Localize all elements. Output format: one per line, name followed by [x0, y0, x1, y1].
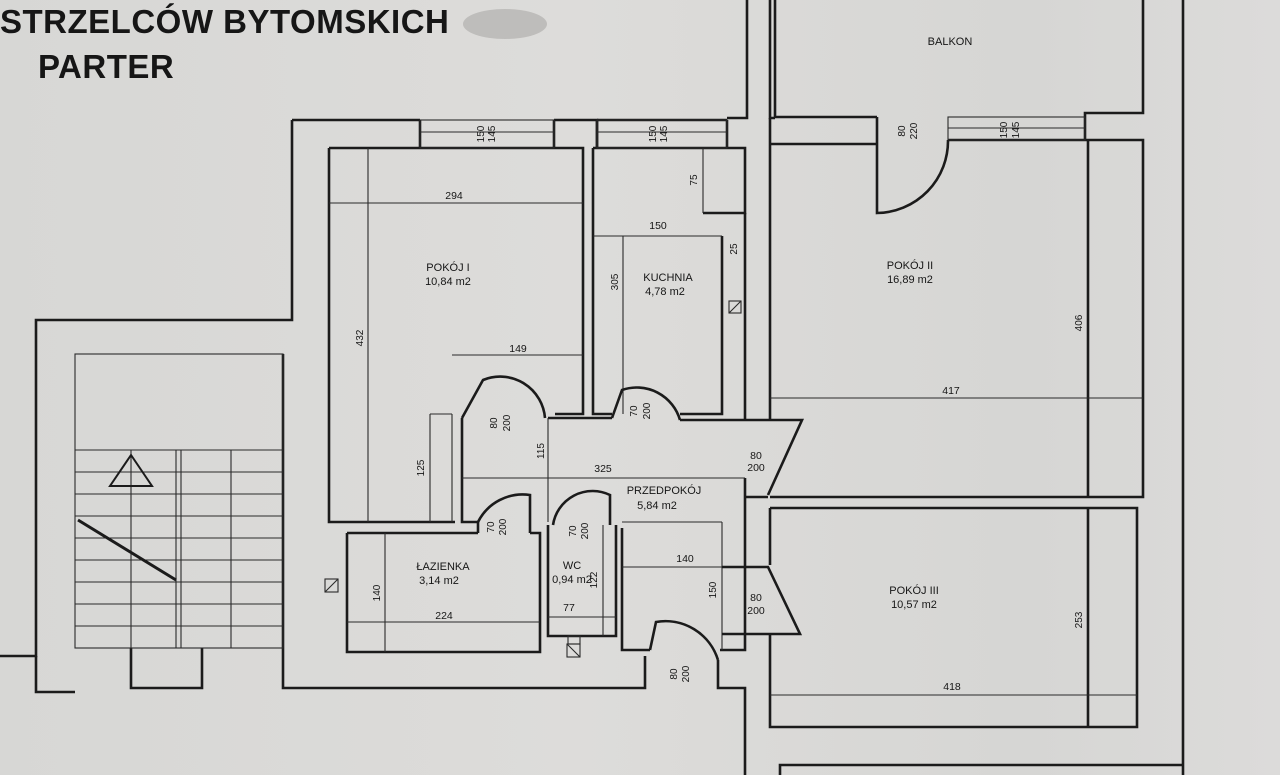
dim-k-door-a: 70: [629, 405, 640, 417]
floor-label: PARTER: [38, 48, 174, 85]
dim-k-window-a: 150: [648, 125, 659, 142]
dim-pokoj1-height: 432: [355, 329, 366, 346]
room-area-pokoj1: 10,84 m2: [425, 276, 471, 288]
dim-kuchnia-width: 150: [649, 220, 667, 232]
walls: [0, 0, 1185, 775]
dim-pokoj1-width: 294: [445, 190, 463, 202]
room-area-pokoj3: 10,57 m2: [891, 599, 937, 611]
dim-p1-door-a: 80: [489, 417, 500, 429]
dim-wc-door-a: 70: [568, 525, 579, 537]
dim-p1-window-a: 150: [476, 125, 487, 142]
dim-balkon-door-b: 220: [909, 122, 920, 139]
dim-hall-lower-height: 150: [708, 581, 719, 598]
doors: [460, 117, 950, 661]
dim-wc-width: 77: [563, 602, 575, 614]
dim-hall-a: 115: [536, 443, 547, 459]
room-area-lazienka: 3,14 m2: [419, 575, 459, 587]
room-name-pokoj3: POKÓJ III: [889, 584, 939, 597]
dim-k-door-b: 200: [642, 402, 653, 419]
room-name-kuchnia: KUCHNIA: [643, 272, 693, 284]
dim-hall-lower-width: 140: [676, 553, 694, 565]
room-name-lazienka: ŁAZIENKA: [416, 561, 470, 573]
dim-pokoj2-door-b: 200: [747, 462, 765, 474]
dim-kuchnia-height: 305: [610, 273, 621, 290]
dim-pokoj3-height: 253: [1074, 611, 1085, 628]
dim-balkon-door-a: 80: [897, 125, 908, 137]
vent-symbols: [324, 300, 742, 658]
dim-p2-window-a: 150: [999, 121, 1010, 138]
dim-wc-door-b: 200: [580, 522, 591, 539]
dim-k-window-b: 145: [659, 125, 670, 142]
dim-p2-window-b: 145: [1011, 121, 1022, 138]
dim-kuchnia-depth: 75: [689, 174, 700, 186]
room-name-wc: WC: [563, 560, 581, 572]
dim-pokoj2-width: 417: [942, 385, 960, 397]
room-area-kuchnia: 4,78 m2: [645, 286, 685, 298]
dim-pokoj3-door-b: 200: [747, 605, 765, 617]
room-name-pokoj2: POKÓJ II: [887, 259, 933, 272]
room-name-przedpokoj: PRZEDPOKÓJ: [627, 484, 702, 497]
dim-pokoj2-height: 406: [1074, 314, 1085, 331]
dim-lazienka-width: 224: [435, 610, 453, 622]
dim-pokoj3-door-a: 80: [750, 592, 762, 604]
dim-p1-door-b: 200: [502, 414, 513, 431]
dim-pokoj1-mid: 149: [509, 343, 527, 355]
dim-pokoj2-door-a: 80: [750, 450, 762, 462]
dim-hall-width: 325: [594, 463, 612, 475]
dim-kuchnia-side: 25: [729, 243, 740, 255]
dim-laz-door-b: 200: [498, 518, 509, 535]
room-area-pokoj2: 16,89 m2: [887, 274, 933, 286]
dim-lazienka-height: 140: [372, 584, 383, 601]
street-name: STRZELCÓW BYTOMSKICH: [0, 3, 449, 40]
thin-lines: [74, 116, 1143, 696]
room-area-wc: 0,94 m2: [552, 574, 592, 586]
dim-entrance-door-a: 80: [669, 668, 680, 680]
dim-laz-door-a: 70: [486, 521, 497, 533]
room-area-przedpokoj: 5,84 m2: [637, 500, 677, 512]
blur-mark: [463, 9, 547, 39]
room-name-pokoj1: POKÓJ I: [426, 261, 469, 274]
dim-entrance-door-b: 200: [681, 665, 692, 682]
dim-p1-window-b: 145: [487, 125, 498, 142]
dim-pokoj1-low: 125: [416, 459, 427, 476]
dim-wc-height: 122: [589, 571, 600, 588]
dim-pokoj3-width: 418: [943, 681, 961, 693]
room-name-balkon: BALKON: [928, 36, 973, 48]
